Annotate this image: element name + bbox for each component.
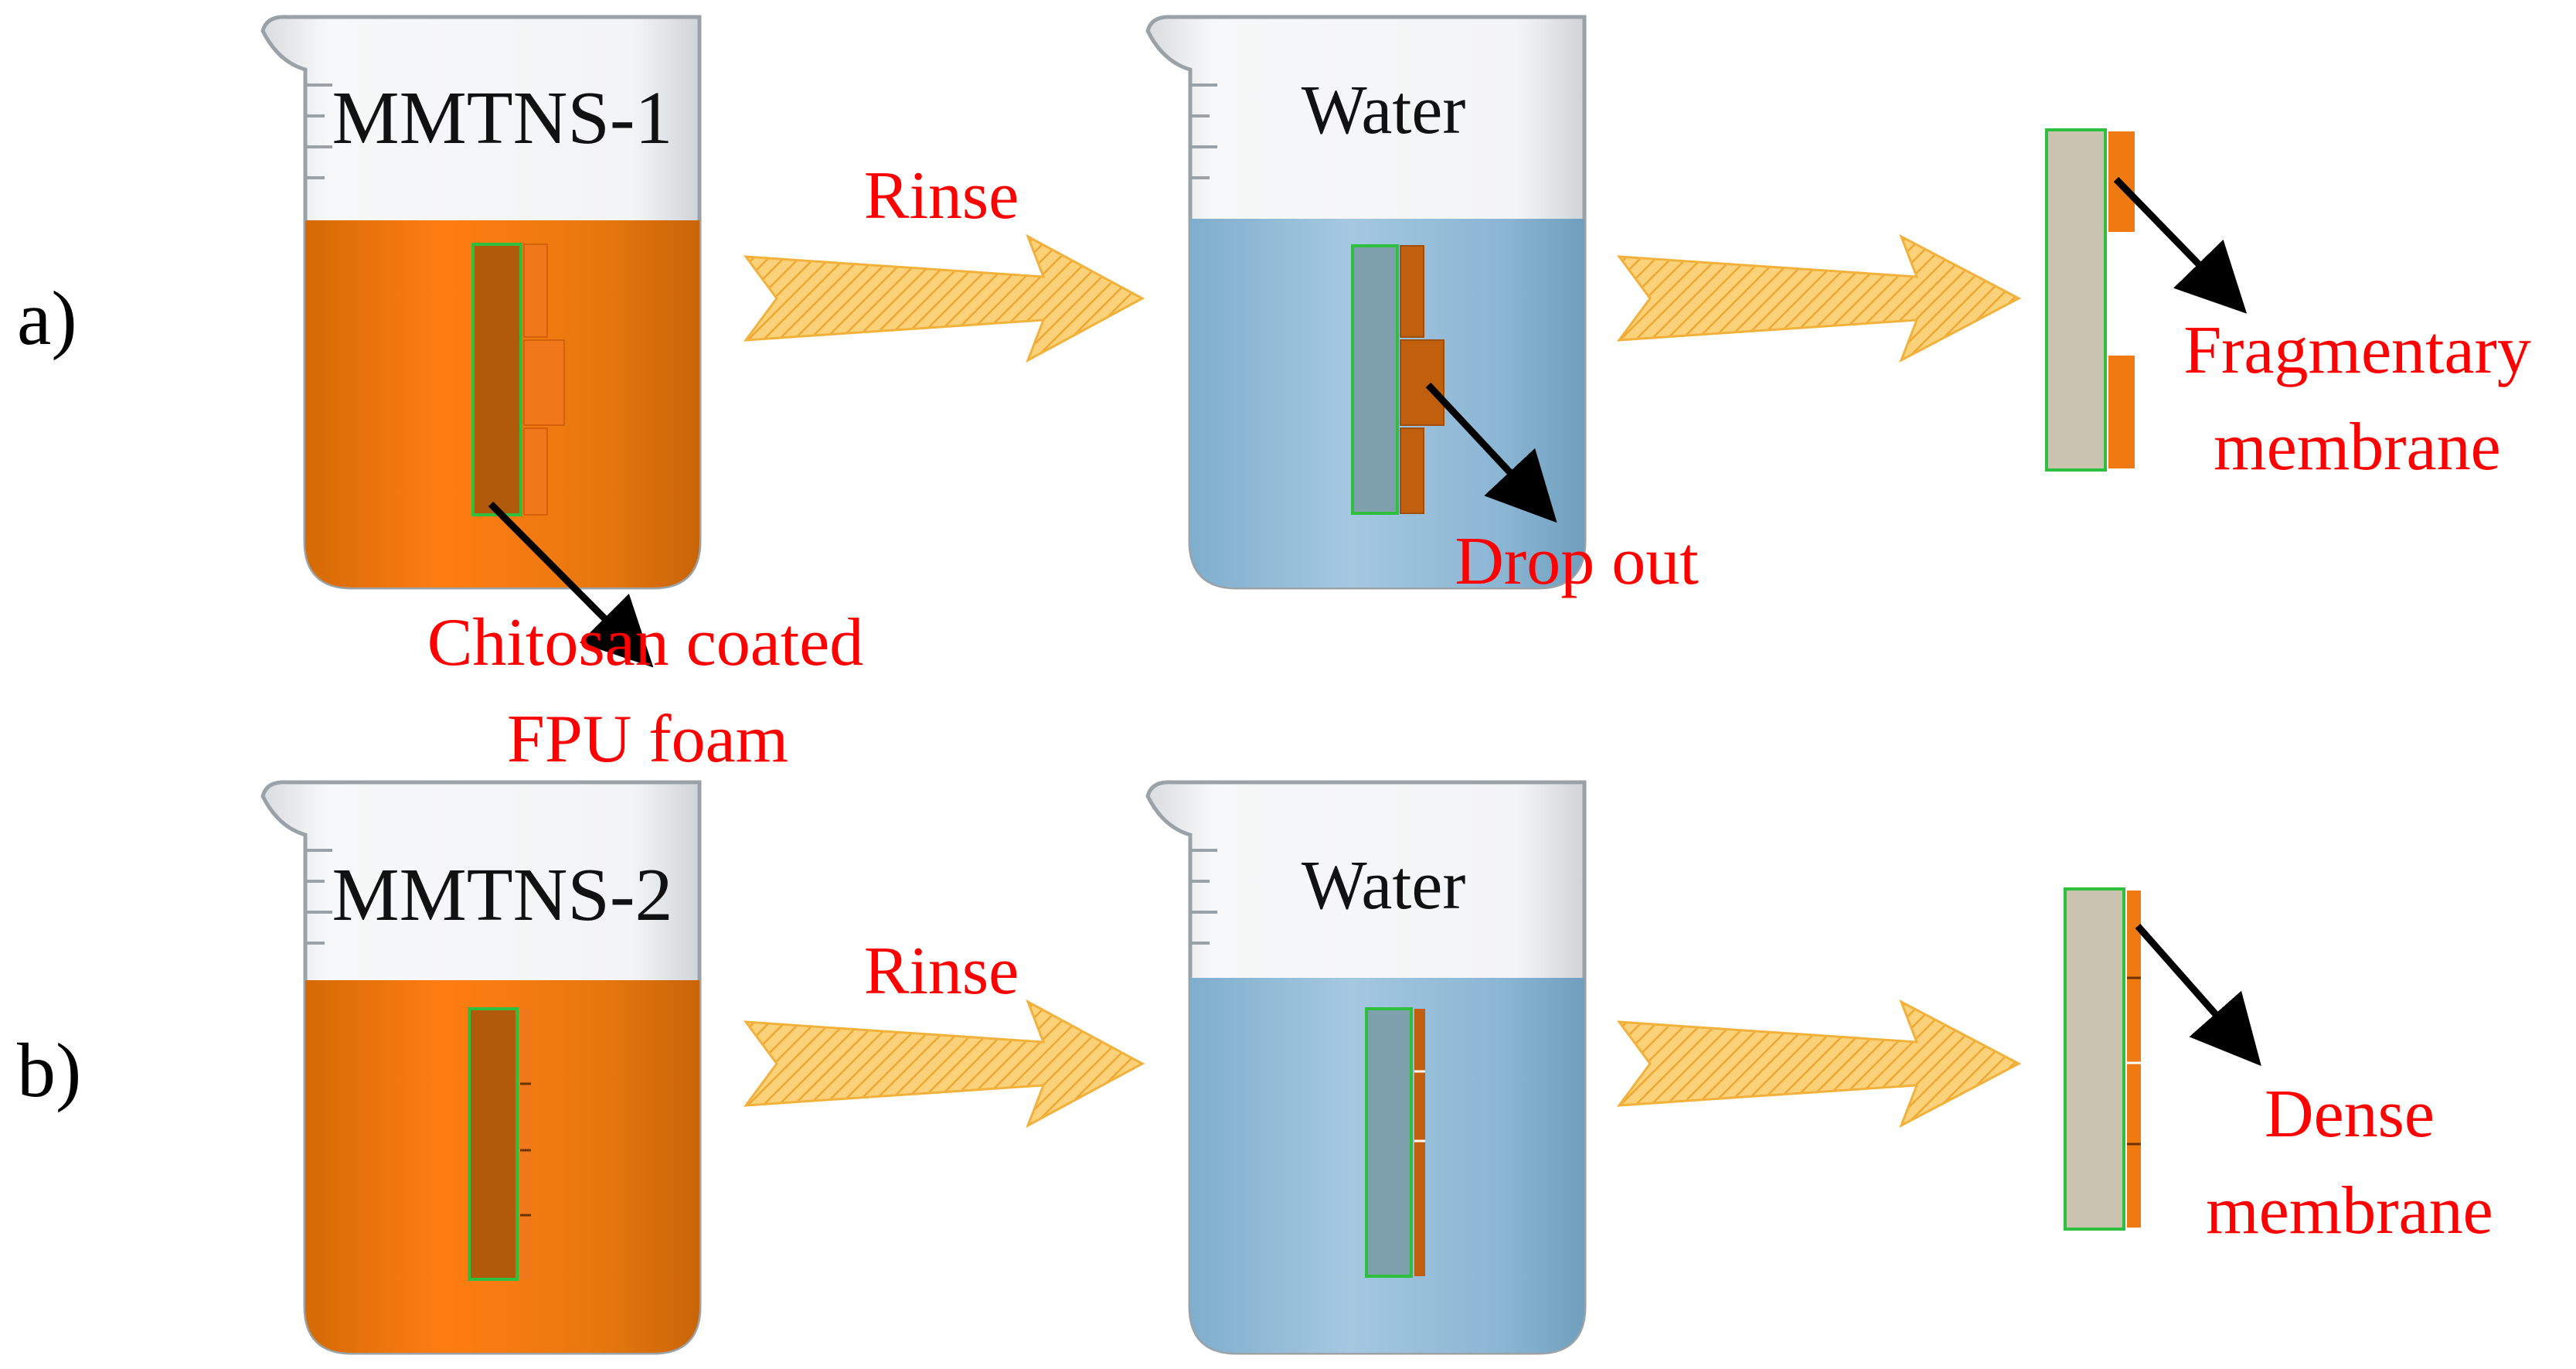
result-dense	[2064, 887, 2141, 1231]
foam-sample	[2064, 887, 2125, 1231]
membrane-piece	[523, 243, 548, 338]
membrane-dense	[2127, 891, 2141, 1228]
beaker-mmtns-1: MMTNS-1	[260, 15, 702, 590]
result-label-b-line1: Dense	[2265, 1077, 2435, 1152]
foam-sample	[468, 1007, 519, 1281]
beaker-water-a: Water	[1145, 15, 1587, 590]
step-label-rinse-b: Rinse	[864, 934, 1019, 1009]
result-arrow-a	[1616, 233, 2022, 363]
pointer-arrow-drop-out	[1425, 382, 1557, 523]
foam-sample	[1365, 1007, 1413, 1278]
annotation-foam-line1: Chitosan coated	[427, 605, 864, 680]
beaker-mmtns-2: MMTNS-2	[260, 780, 702, 1355]
step-label-rinse-a: Rinse	[864, 158, 1019, 233]
beaker-name-mmtns-2: MMTNS-2	[332, 853, 672, 937]
result-label-line2: membrane	[2214, 410, 2500, 485]
membrane-piece	[2108, 356, 2135, 468]
row-label-b: b)	[17, 1027, 81, 1113]
beaker-name-water-a: Water	[1302, 72, 1466, 148]
graduation-marks	[305, 849, 332, 945]
result-label-line1: Fragmentary	[2183, 313, 2531, 388]
pointer-arrow-fragmentary	[2113, 176, 2248, 314]
rinse-arrow-b	[743, 999, 1145, 1129]
graduation-marks	[305, 83, 332, 179]
membrane-piece	[523, 339, 565, 426]
membrane-piece	[523, 427, 548, 516]
graduation-marks	[1190, 849, 1217, 945]
rinse-arrow-a	[743, 233, 1145, 363]
foam-sample	[471, 243, 522, 516]
membrane-dense	[1414, 1009, 1425, 1276]
beaker-water-b: Water	[1145, 780, 1587, 1355]
row-label-a: a)	[17, 275, 77, 361]
pointer-arrow-dense	[2135, 924, 2261, 1066]
membrane-piece	[1400, 245, 1424, 338]
membrane-dense	[520, 1009, 531, 1279]
pointer-arrow-foam	[488, 501, 654, 668]
graduation-marks	[1190, 83, 1217, 179]
annotation-drop-out: Drop out	[1455, 524, 1698, 599]
annotation-foam-line2: FPU foam	[507, 702, 788, 777]
beaker-name-mmtns-1: MMTNS-1	[332, 77, 672, 160]
result-arrow-b	[1616, 999, 2022, 1129]
beaker-name-water-b: Water	[1302, 847, 1466, 924]
foam-sample	[1351, 244, 1399, 515]
membrane-piece	[1400, 427, 1424, 514]
membrane-piece	[1400, 339, 1445, 426]
foam-sample	[2045, 128, 2107, 472]
result-label-b-line2: membrane	[2206, 1173, 2493, 1248]
